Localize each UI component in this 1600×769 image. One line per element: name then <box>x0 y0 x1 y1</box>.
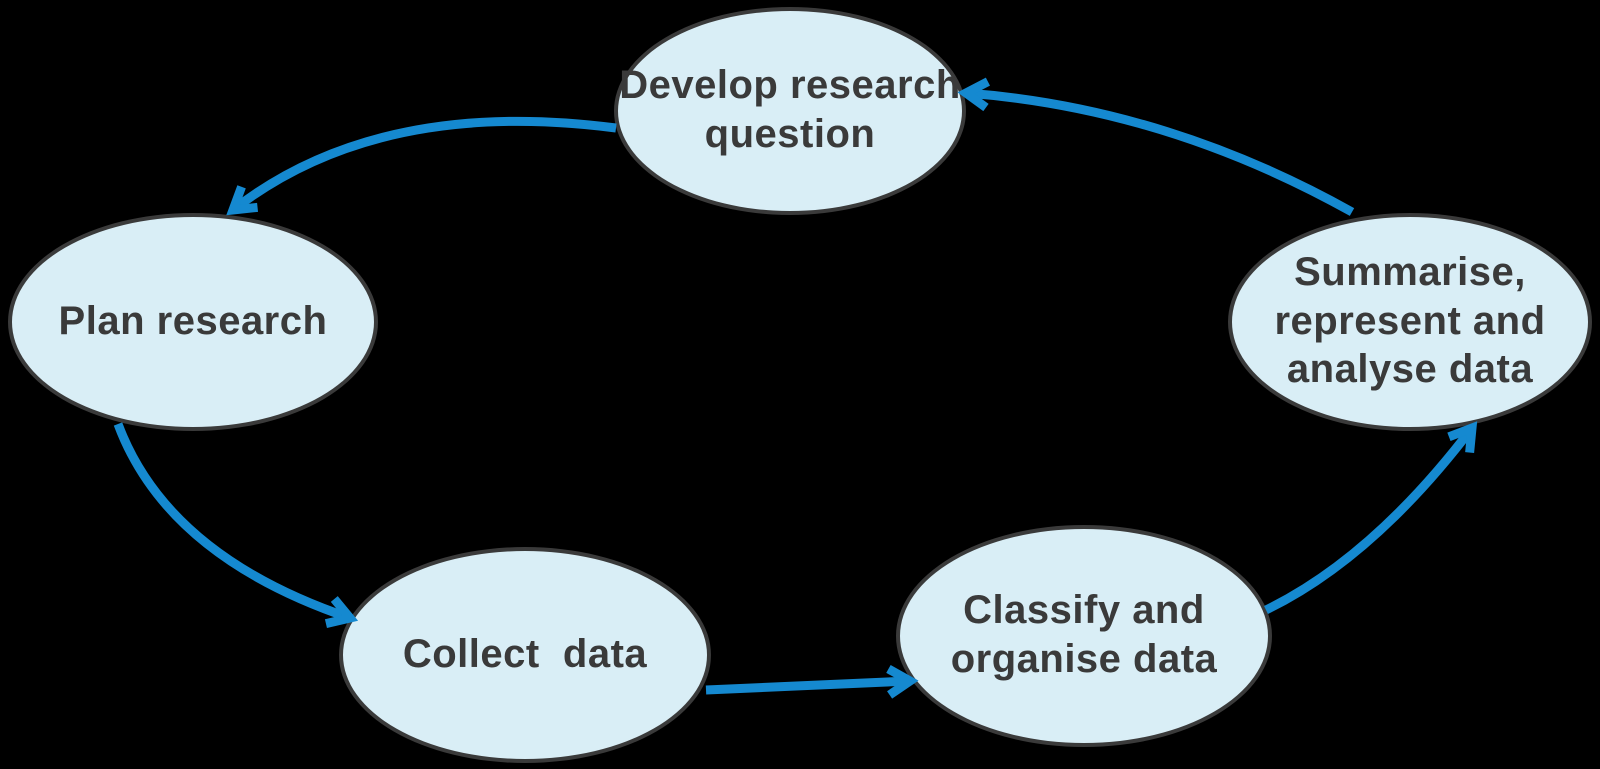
node-plan-research-label: Plan research <box>58 298 328 343</box>
node-summarise-represent-analyse-data-label: Summarise, represent and analyse data <box>1274 249 1546 392</box>
arrow-collect-to-classify <box>705 665 919 699</box>
node-develop-research-question-label: Develop research question <box>619 63 961 156</box>
node-summarise-represent-analyse-data: Summarise, represent and analyse data <box>1228 213 1592 431</box>
node-collect-data: Collect data <box>339 547 711 763</box>
node-collect-data-label: Collect data <box>402 631 648 676</box>
node-develop-research-question: Develop research question <box>614 7 966 215</box>
arrow-summarise-to-develop <box>957 77 1355 216</box>
node-classify-organise-data: Classify and organise data <box>896 525 1272 747</box>
arrow-classify-to-summarise <box>1264 421 1478 615</box>
arrow-develop-to-plan <box>226 116 617 216</box>
node-classify-organise-data-label: Classify and organise data <box>950 588 1218 681</box>
arrow-plan-to-collect <box>113 422 359 628</box>
node-plan-research: Plan research <box>8 213 378 431</box>
